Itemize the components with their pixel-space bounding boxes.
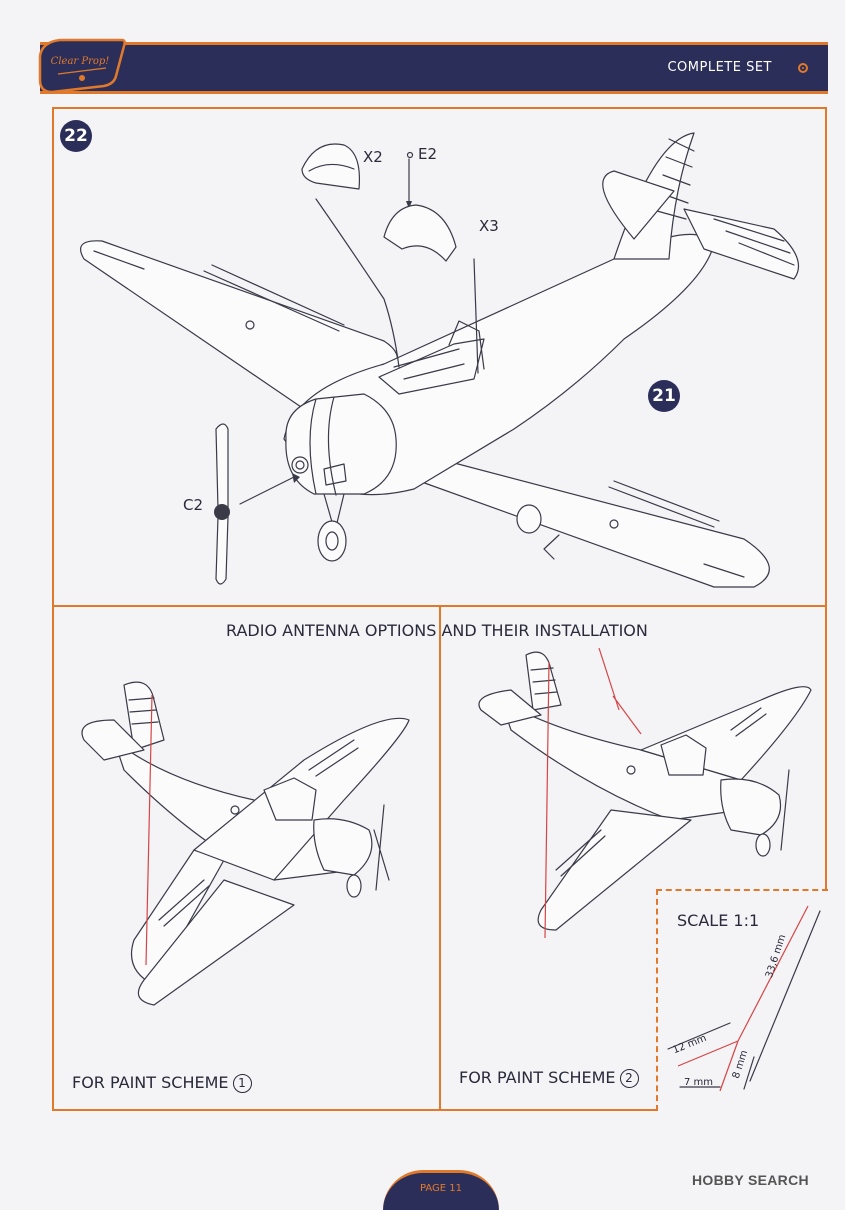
paint-scheme-2-number: 2 — [619, 1069, 639, 1088]
antenna-section-title: RADIO ANTENNA OPTIONS AND THEIR INSTALLA… — [226, 621, 648, 640]
step-badge-21: 21 — [648, 380, 680, 412]
brand-logo: Clear Prop! — [38, 38, 126, 94]
part-label-x3: X3 — [479, 217, 499, 235]
part-label-c2: C2 — [183, 496, 204, 514]
step-badge-22: 22 — [60, 120, 92, 152]
header-title: COMPLETE SET — [667, 60, 772, 75]
scale-title: SCALE 1:1 — [677, 911, 760, 930]
part-label-x2: X2 — [363, 148, 383, 166]
paint-scheme-1-text: FOR PAINT SCHEME — [72, 1073, 229, 1092]
antenna-scale-drawing — [667, 905, 821, 1092]
dim-label-7mm: 7 mm — [684, 1077, 714, 1088]
scale-diagram-box: SCALE 1:1 33,6 mm 12 mm 8 mm 7 mm — [656, 889, 828, 1111]
paint-scheme-1-number: 1 — [232, 1074, 252, 1093]
paint-scheme-2-text: FOR PAINT SCHEME — [459, 1068, 616, 1087]
svg-text:Clear Prop!: Clear Prop! — [51, 56, 110, 67]
header-bullet-icon — [798, 63, 808, 73]
aircraft-scheme-2-illustration — [478, 647, 812, 939]
header-bar: COMPLETE SET — [40, 42, 828, 94]
watermark: HOBBY SEARCH — [692, 1172, 809, 1188]
aircraft-assembly-illustration — [80, 132, 800, 588]
antenna-panel-scheme-2 — [439, 605, 827, 1111]
page-number: PAGE 11 — [419, 1183, 463, 1194]
page-number-tab: PAGE 11 — [383, 1170, 499, 1210]
part-label-e2: E2 — [418, 145, 438, 163]
aircraft-scheme-1-illustration — [81, 681, 410, 1006]
